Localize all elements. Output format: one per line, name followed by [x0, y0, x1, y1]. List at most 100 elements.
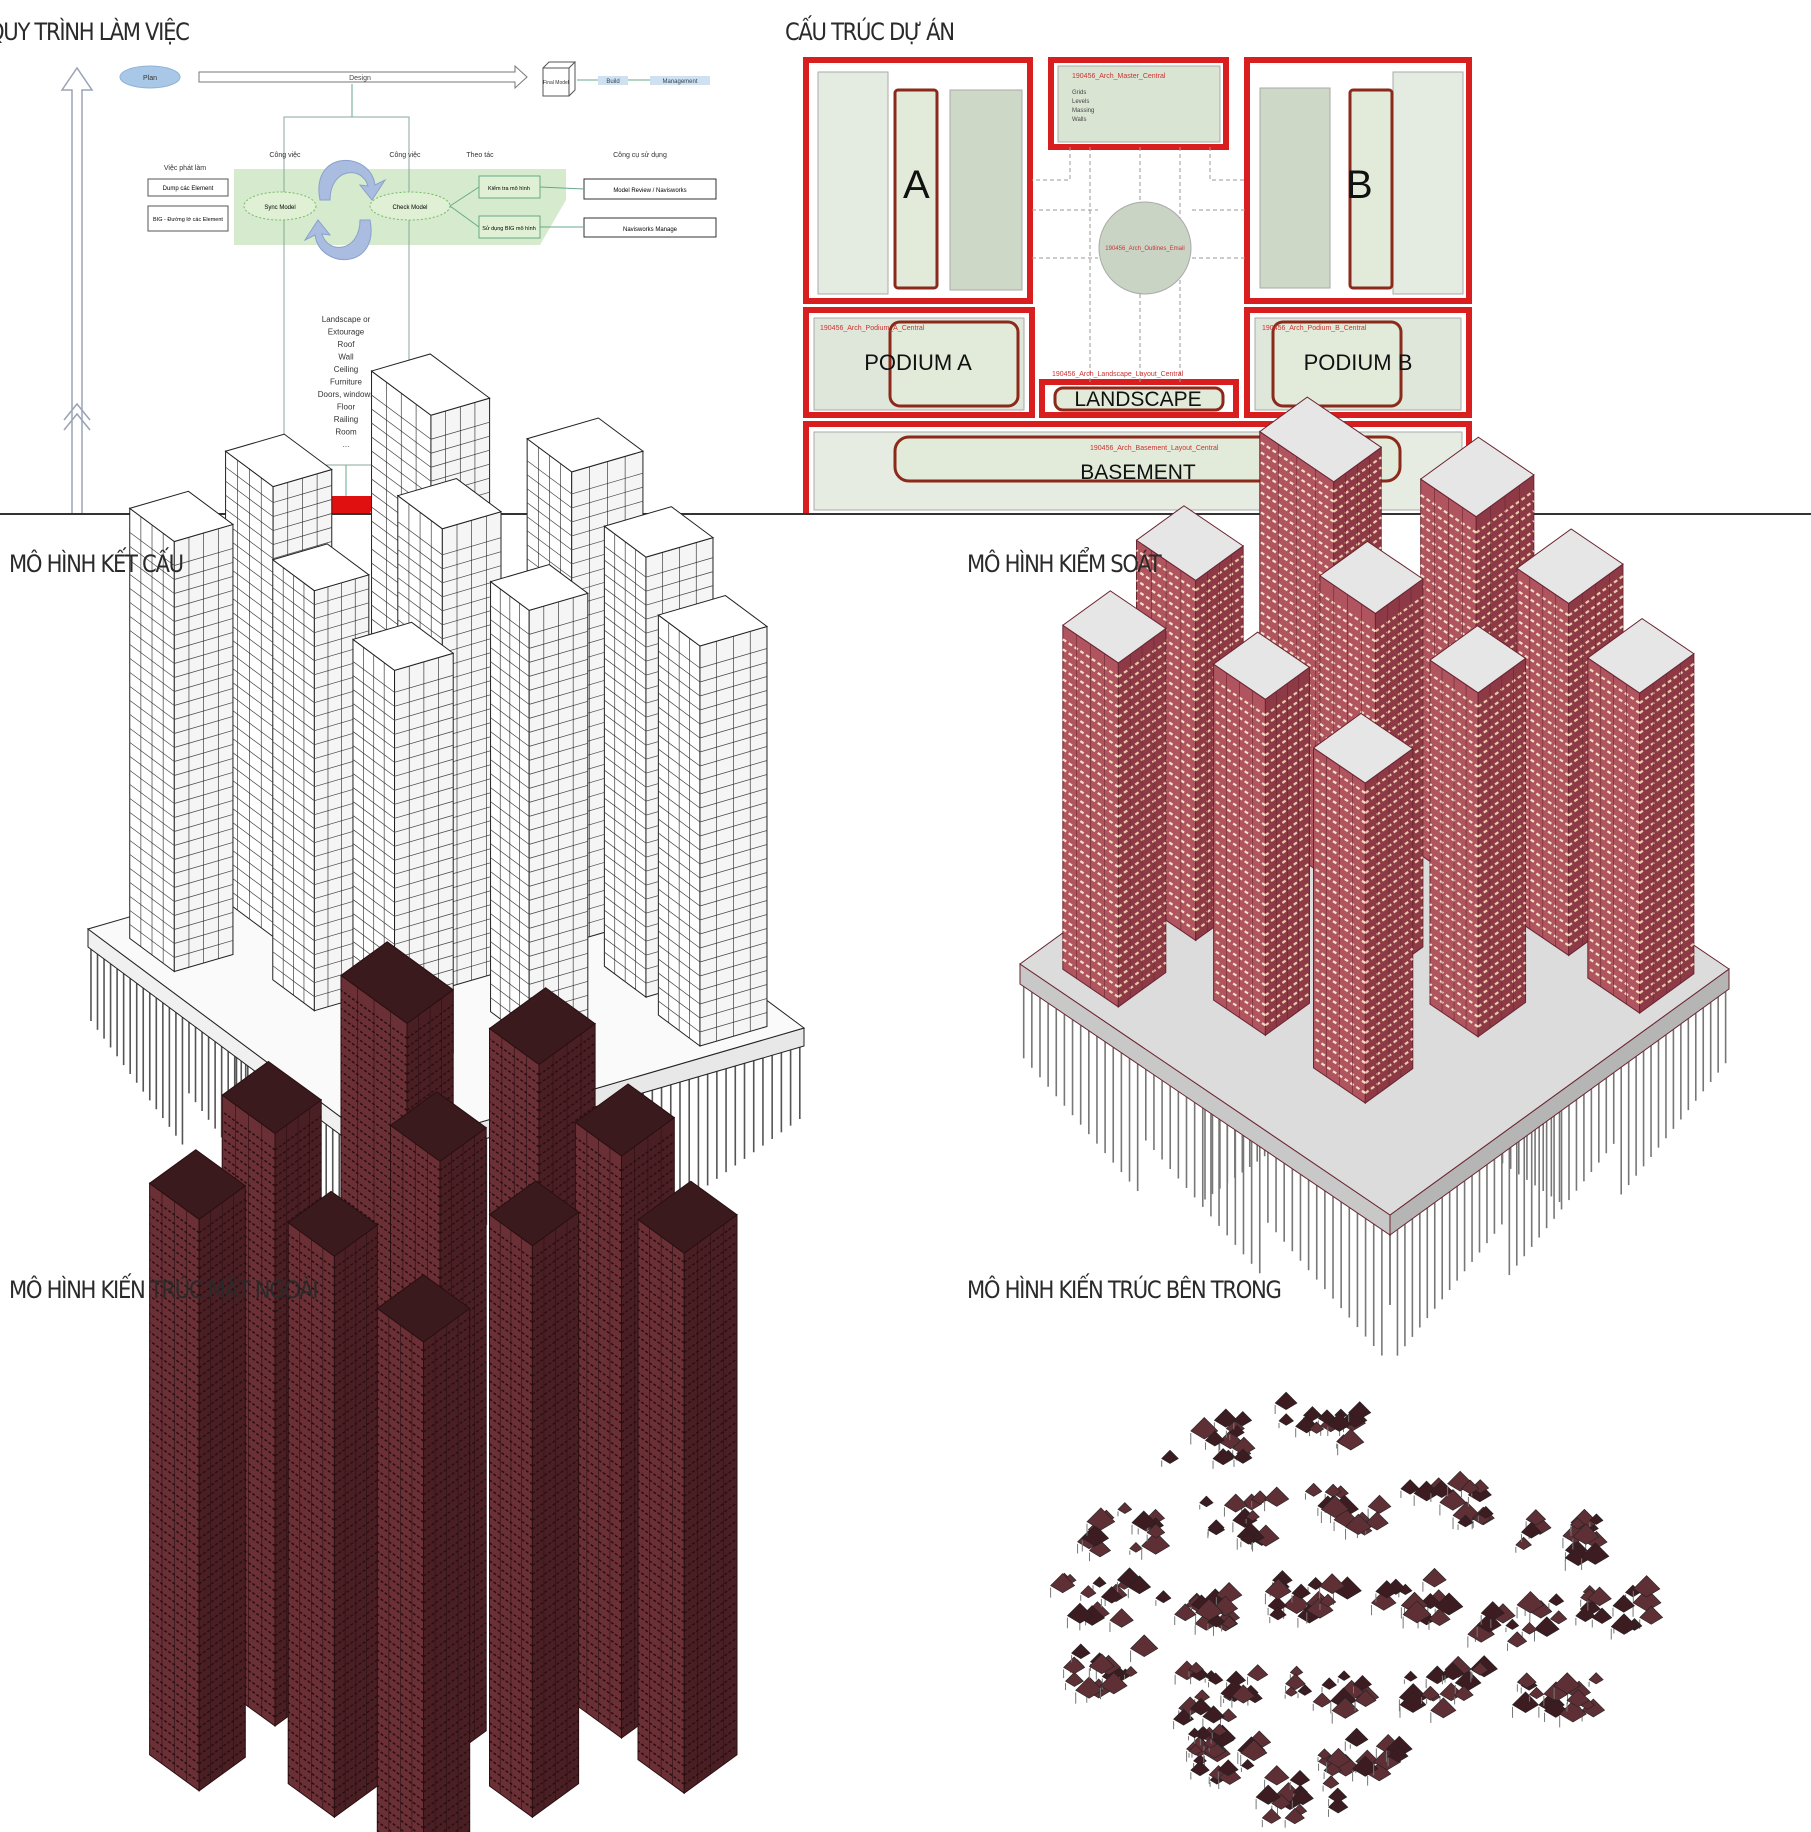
- floor-line: [621, 1392, 675, 1433]
- floor-line: [1568, 735, 1624, 777]
- tower-roof: [340, 941, 455, 1025]
- floor-line: [221, 1506, 276, 1547]
- floor-line: [198, 1315, 246, 1351]
- floor-line: [538, 1096, 596, 1139]
- floor-line: [273, 611, 332, 629]
- floor-line: [531, 1305, 580, 1341]
- floor-line: [221, 1371, 276, 1412]
- floor-line: [1420, 844, 1477, 884]
- floor-line: [1420, 654, 1477, 694]
- floor-line: [489, 1542, 533, 1575]
- room-block: [1524, 1599, 1542, 1614]
- floor-line: [683, 1547, 738, 1587]
- floor-line: [574, 1343, 622, 1379]
- room-block: [1471, 1479, 1490, 1494]
- floor-line: [423, 1505, 471, 1541]
- floor-line: [1475, 679, 1535, 724]
- floor-line: [683, 1682, 738, 1722]
- floor-line: [272, 909, 315, 941]
- tower-face: [1136, 539, 1197, 942]
- block-a-label: A: [903, 163, 930, 207]
- floor-line: [1429, 883, 1479, 918]
- floor-line: [658, 944, 701, 977]
- floor-line: [198, 1594, 246, 1630]
- floor-line: [1117, 771, 1167, 808]
- floor-line: [352, 1011, 395, 1043]
- floor-line: [439, 1541, 487, 1577]
- floor-line: [340, 1214, 408, 1265]
- floor-line: [1516, 809, 1570, 847]
- floor-line: [376, 1775, 424, 1811]
- floor-line: [490, 941, 530, 971]
- floor-line: [1475, 689, 1535, 734]
- floor-line: [1135, 599, 1197, 642]
- floor-line: [439, 1424, 487, 1460]
- floor-line: [621, 1401, 675, 1442]
- floor-line: [1638, 892, 1695, 934]
- floor-line: [406, 1265, 454, 1301]
- floor-line: [371, 814, 432, 860]
- floor-line: [406, 1058, 454, 1094]
- floor-line: [1638, 902, 1695, 944]
- floor-line: [574, 1667, 622, 1703]
- floor-line: [340, 1151, 408, 1202]
- floor-line: [489, 1668, 533, 1701]
- floor-line: [221, 1524, 276, 1565]
- floor-line: [221, 1326, 276, 1367]
- floor-line: [390, 1340, 441, 1379]
- room-block: [1337, 1428, 1365, 1451]
- floor-line: [406, 1598, 454, 1634]
- floor-line: [174, 590, 234, 608]
- floor-line: [314, 798, 369, 816]
- podium-b-inner: [1271, 320, 1403, 408]
- room-block: [1333, 1508, 1358, 1527]
- floor-line: [489, 1434, 533, 1467]
- floor-line: [1429, 693, 1479, 728]
- floor-line: [149, 1484, 200, 1522]
- room-block: [1467, 1620, 1495, 1643]
- floor-line: [174, 618, 234, 636]
- floor-line: [683, 1646, 738, 1686]
- floor-line: [1477, 861, 1527, 898]
- floor-line: [526, 516, 572, 551]
- floor-line: [287, 1719, 335, 1755]
- floor-line: [489, 1623, 533, 1656]
- room-block: [1188, 1592, 1206, 1607]
- floor-line: [274, 1187, 322, 1223]
- floor-line: [1312, 886, 1366, 924]
- floor-line: [538, 1402, 596, 1445]
- floor-line: [287, 1377, 335, 1413]
- floor-line: [637, 1659, 685, 1695]
- floor-line: [489, 1371, 540, 1409]
- floor-line: [1364, 887, 1414, 924]
- floor-line: [699, 830, 768, 851]
- floor-line: [1429, 723, 1479, 758]
- floor-line: [1587, 727, 1641, 764]
- floor-line: [531, 1548, 580, 1584]
- floor-line: [538, 1168, 596, 1211]
- tower-face: [221, 1094, 276, 1727]
- floor-line: [538, 1501, 596, 1544]
- floor-line: [489, 1281, 533, 1314]
- floor-line: [1568, 605, 1624, 647]
- floor-line: [287, 1647, 335, 1683]
- floor-line: [272, 783, 315, 815]
- floor-line: [1319, 702, 1377, 743]
- floor-line: [1319, 812, 1377, 853]
- floor-line: [637, 1551, 685, 1587]
- interior-unit-cluster: [1264, 1570, 1362, 1628]
- floor-line: [439, 1352, 487, 1388]
- floor-line: [621, 1230, 675, 1271]
- floor-line: [198, 1675, 246, 1711]
- floor-line: [221, 1461, 276, 1502]
- floor-line: [333, 1506, 378, 1539]
- floor-line: [1312, 916, 1366, 954]
- floor-line: [406, 1031, 454, 1067]
- room-block: [1434, 1592, 1464, 1616]
- floor-line: [394, 758, 454, 777]
- floor-line: [423, 1748, 471, 1784]
- floor-line: [1319, 692, 1377, 733]
- floor-line: [149, 1214, 200, 1252]
- floor-line: [538, 1465, 596, 1508]
- floor-line: [574, 1388, 622, 1424]
